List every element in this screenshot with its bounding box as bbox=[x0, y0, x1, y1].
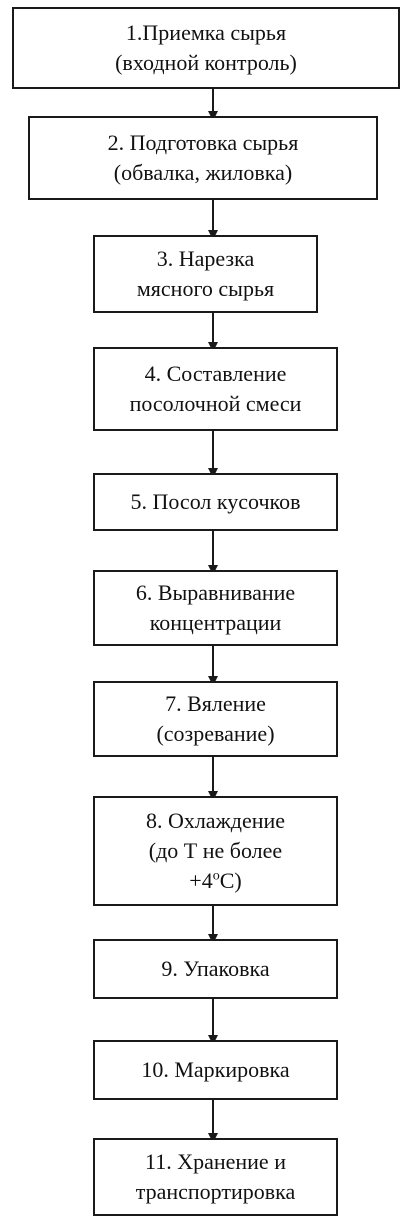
step-2-subtitle: (обвалка, жиловка) bbox=[113, 160, 293, 185]
step-10-box: 10. Маркировка bbox=[93, 1040, 338, 1100]
step-8-title: 8. Охлаждение bbox=[145, 808, 286, 833]
step-6-title: 6. Выравнивание bbox=[135, 580, 296, 605]
step-7-box: 7. Вяление (созревание) bbox=[93, 681, 338, 757]
step-7-subtitle: (созревание) bbox=[156, 721, 275, 746]
step-3-box: 3. Нарезка мясного сырья bbox=[93, 235, 318, 313]
step-10-title: 10. Маркировка bbox=[141, 1057, 290, 1082]
step-6-subtitle: концентрации bbox=[149, 610, 282, 635]
step-9-title: 9. Упаковка bbox=[161, 956, 270, 981]
step-3-title: 3. Нарезка bbox=[156, 246, 255, 271]
step-8-temp-unit: С) bbox=[219, 868, 242, 893]
step-5-title: 5. Посол кусочков bbox=[130, 489, 301, 514]
step-11-box: 11. Хранение и транспортировка bbox=[93, 1138, 338, 1216]
step-4-box: 4. Составление посолочной смеси bbox=[93, 347, 338, 431]
step-11-subtitle: транспортировка bbox=[135, 1179, 296, 1204]
step-2-title: 2. Подготовка сырья bbox=[107, 130, 299, 155]
step-8-box: 8. Охлаждение (до Т не более +4оС) bbox=[93, 796, 338, 906]
step-1-subtitle: (входной контроль) bbox=[115, 50, 297, 75]
step-8-subtitle: (до Т не более bbox=[148, 838, 283, 863]
step-8-temperature: +4оС) bbox=[189, 866, 241, 896]
step-8-temp-value: +4 bbox=[189, 868, 213, 893]
step-5-box: 5. Посол кусочков bbox=[93, 473, 338, 531]
step-8-degree-sign: о bbox=[212, 868, 220, 884]
step-4-title: 4. Составление bbox=[144, 361, 287, 386]
step-6-box: 6. Выравнивание концентрации bbox=[93, 570, 338, 646]
step-2-box: 2. Подготовка сырья (обвалка, жиловка) bbox=[28, 116, 378, 200]
step-11-title: 11. Хранение и bbox=[145, 1149, 286, 1174]
step-7-title: 7. Вяление bbox=[165, 691, 266, 716]
step-9-box: 9. Упаковка bbox=[93, 939, 338, 999]
step-1-title: 1.Приемка сырья bbox=[125, 20, 287, 45]
step-1-box: 1.Приемка сырья (входной контроль) bbox=[12, 7, 400, 89]
step-3-subtitle: мясного сырья bbox=[136, 276, 275, 301]
step-4-subtitle: посолочной смеси bbox=[129, 391, 302, 416]
